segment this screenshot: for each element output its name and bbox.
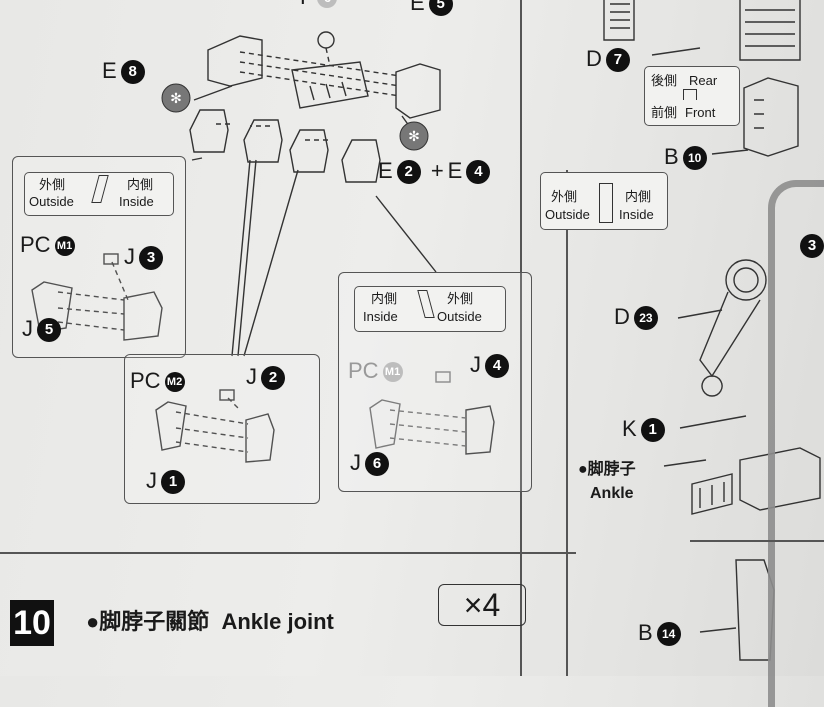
orientation-icon: [599, 183, 613, 223]
label-d3-partial: 3: [796, 234, 824, 259]
assembly-line-art: ✻ ✻: [31, 0, 821, 661]
orientation-icon: [417, 290, 435, 318]
svg-text:✻: ✻: [408, 129, 420, 145]
ankle-label: ●脚脖子 Ankle: [578, 461, 636, 502]
legend-right-column-orientation: 外側 Outside 内側 Inside: [540, 172, 668, 230]
hook-icon: [683, 89, 697, 100]
legend-rear-front: 後側 Rear 前側 Front: [644, 66, 740, 126]
sprue-runner: [768, 180, 824, 707]
bulb-markers: ✻ ✻: [161, 83, 429, 151]
right-section-divider: [690, 540, 824, 542]
orientation-icon: [91, 175, 109, 203]
svg-text:✻: ✻: [170, 91, 182, 107]
section-divider: [0, 552, 576, 554]
label-top-partial: F6: [300, 0, 338, 9]
column-divider: [520, 0, 522, 676]
quantity-box: ×4: [438, 584, 526, 626]
legend-left-orientation: 外側 Outside 内側 Inside: [24, 172, 174, 216]
legend-right-orientation: 内側 Inside 外側 Outside: [354, 286, 506, 332]
panel-middle-assembly: [124, 354, 320, 504]
step-title: ●脚脖子關節 Ankle joint: [86, 609, 334, 634]
step-number: 10: [10, 600, 54, 646]
right-vertical-divider: [566, 170, 568, 676]
